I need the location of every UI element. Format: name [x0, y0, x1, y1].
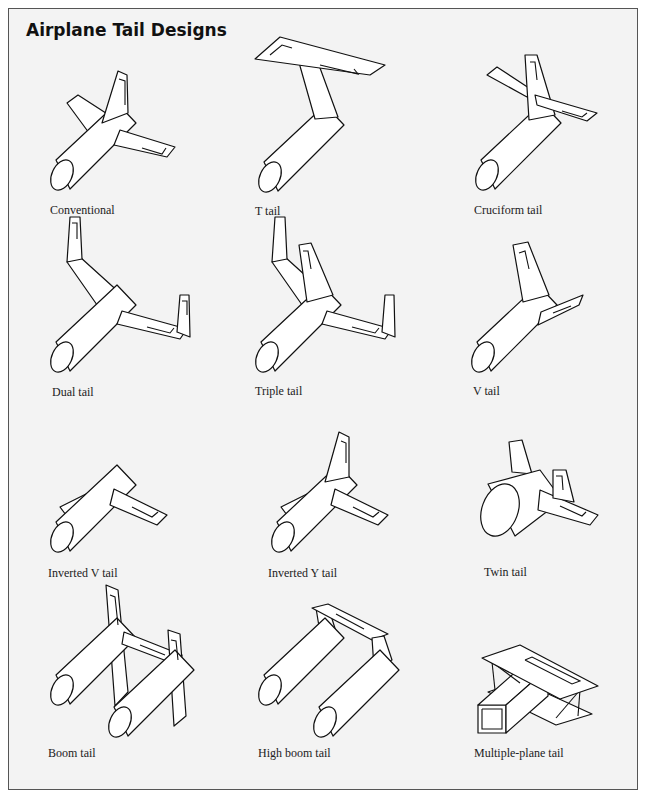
- t-tail: [254, 37, 385, 196]
- design-caption: High boom tail: [258, 746, 331, 761]
- design-caption: Triple tail: [255, 384, 302, 399]
- boom-tail: [46, 585, 194, 741]
- v-tail: [467, 242, 583, 376]
- diagram-title: Airplane Tail Designs: [26, 20, 227, 40]
- design-caption: Conventional: [50, 203, 115, 218]
- design-caption: V tail: [473, 384, 500, 399]
- design-caption: Cruciform tail: [474, 203, 542, 218]
- conventional-tail: [46, 71, 175, 194]
- design-caption: Boom tail: [48, 746, 96, 761]
- dual-tail: [46, 217, 190, 376]
- cruciform-tail: [471, 55, 597, 194]
- inverted-v-tail: [46, 465, 167, 556]
- design-caption: Inverted V tail: [48, 566, 118, 581]
- twin-tail: [474, 440, 598, 542]
- design-caption: Inverted Y tail: [268, 566, 337, 581]
- design-caption: Multiple-plane tail: [474, 746, 564, 761]
- multiple-plane-tail: [478, 645, 598, 733]
- inverted-y-tail: [267, 432, 388, 556]
- design-caption: T tail: [255, 204, 280, 219]
- triple-tail: [251, 217, 395, 376]
- design-caption: Dual tail: [52, 385, 94, 400]
- high-boom-tail: [254, 604, 399, 741]
- design-caption: Twin tail: [484, 565, 527, 580]
